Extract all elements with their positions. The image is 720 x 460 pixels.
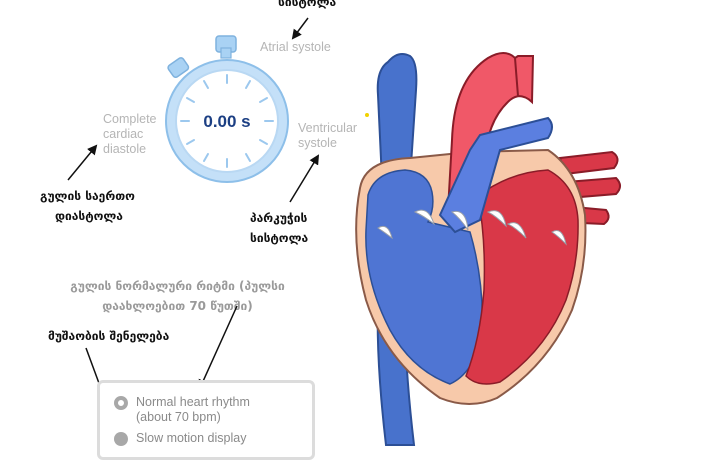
stopwatch <box>165 35 289 183</box>
stopwatch-face <box>175 69 279 173</box>
option-normal-rhythm-sublabel: (about 70 bpm) <box>136 410 221 424</box>
option-slow-motion-label: Slow motion display <box>136 431 247 445</box>
slow-motion-annotation: მუშაობის შენელება <box>48 329 170 343</box>
radio-normal-rhythm[interactable] <box>114 396 128 410</box>
aorta-top <box>513 55 535 105</box>
yellow-dot <box>365 113 369 117</box>
stopwatch-time: 0.00 s <box>203 112 251 131</box>
pulmonary-veins <box>558 150 621 226</box>
pulmonary-artery <box>438 116 553 234</box>
arrow-ventricular <box>289 154 320 203</box>
radio-slow-motion[interactable] <box>114 432 128 446</box>
stopwatch-top-button <box>215 35 237 59</box>
stopwatch-side-button <box>167 57 190 79</box>
arrow-normal-rhythm <box>198 305 238 390</box>
display-mode-panel: Normal heart rhythm (about 70 bpm) Slow … <box>97 380 315 460</box>
arrow-diastole <box>67 144 98 181</box>
option-normal-rhythm-label: Normal heart rhythm <box>136 395 250 409</box>
option-slow-motion[interactable]: Slow motion display <box>114 431 246 446</box>
atrial-systole-annotation: სისტოლა <box>278 0 337 9</box>
atrial-systole-label: Atrial systole <box>260 40 331 54</box>
arrow-atrial <box>291 17 309 40</box>
stopwatch-ticks <box>180 74 274 168</box>
left-heart-chambers <box>465 169 579 385</box>
heart-valves <box>377 209 567 246</box>
option-normal-rhythm[interactable]: Normal heart rhythm (about 70 bpm) <box>114 395 250 425</box>
heart-diagram <box>355 52 621 446</box>
